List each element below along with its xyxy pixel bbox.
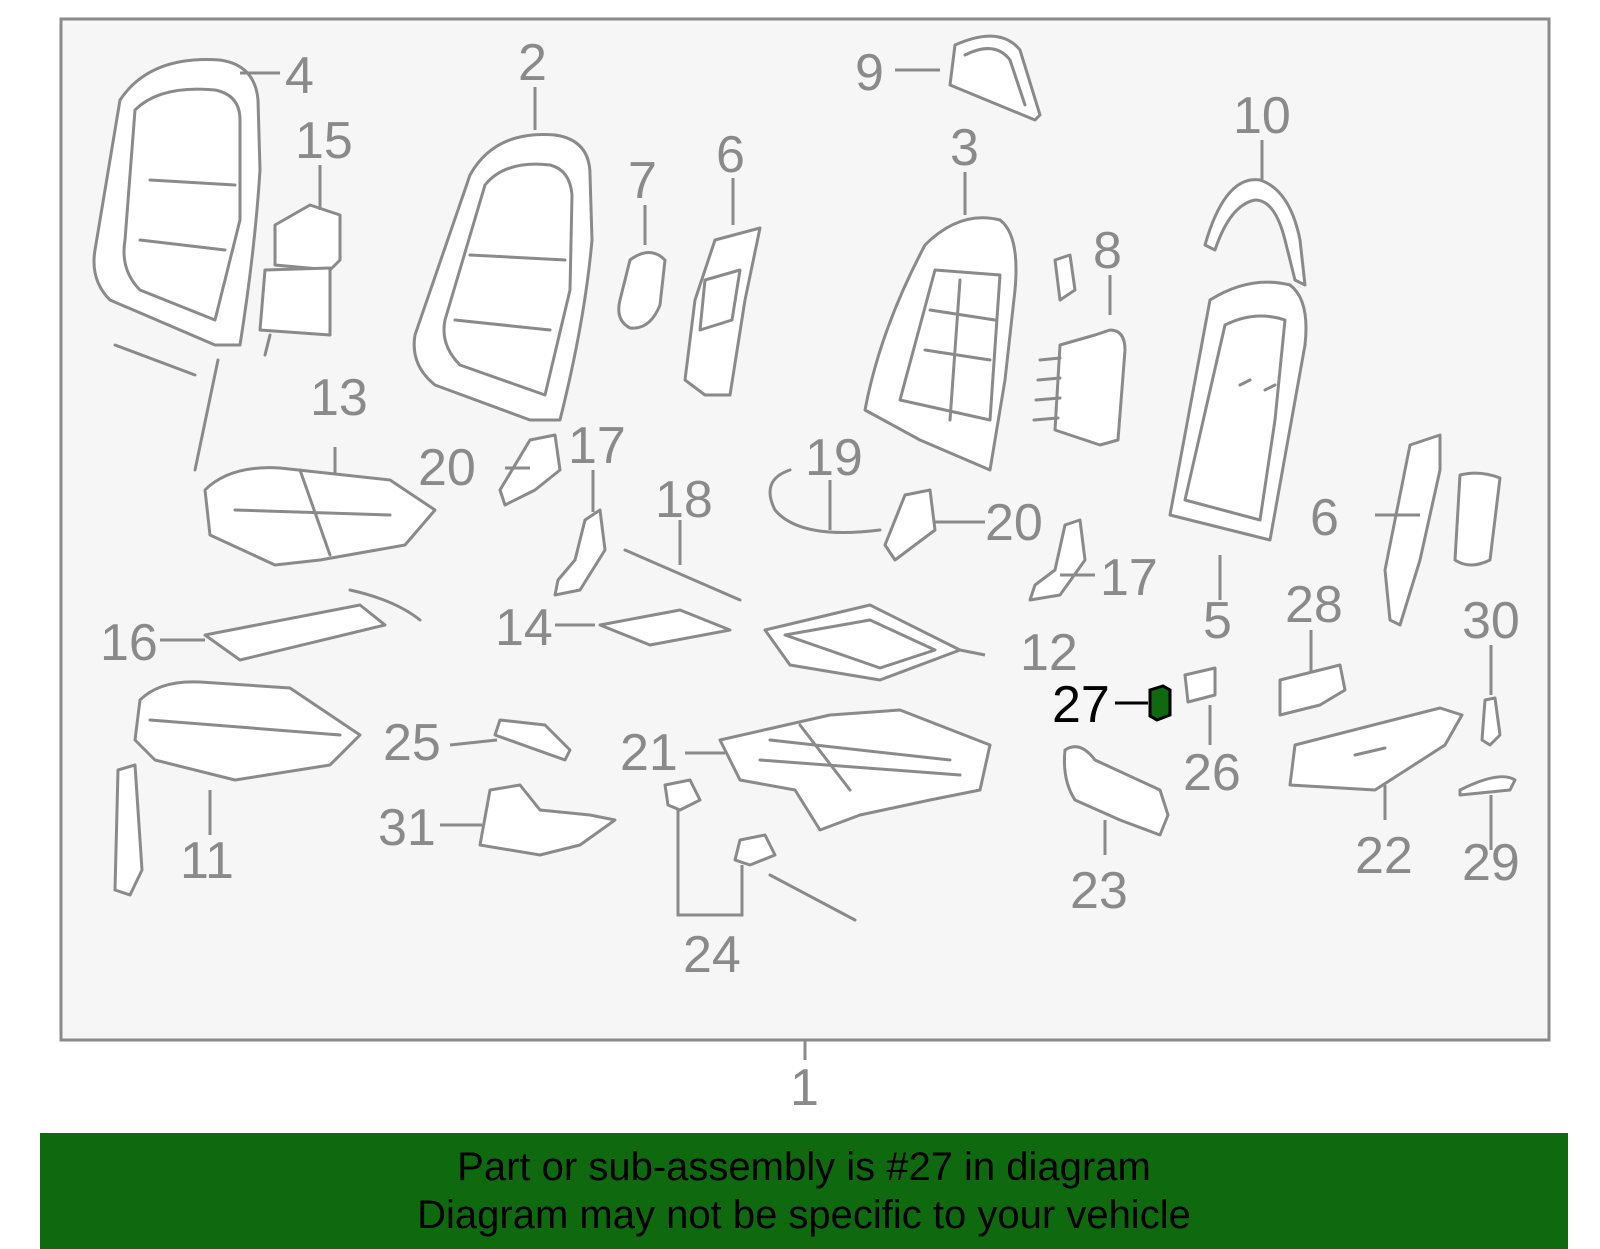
part-2-seat-back-cover[interactable] [412, 133, 594, 422]
part-22-side-shield[interactable] [1288, 706, 1464, 792]
callout-12: 12 [1020, 624, 1078, 682]
part-27-highlighted[interactable] [1148, 684, 1172, 722]
callout-4: 4 [285, 47, 314, 105]
part-17-hinge[interactable] [553, 508, 607, 597]
callout-26: 26 [1183, 744, 1241, 802]
callout-6b: 6 [1310, 489, 1339, 547]
part-cover-right[interactable] [1453, 471, 1502, 567]
part-19-cable[interactable] [768, 468, 882, 534]
callout-14: 14 [495, 599, 553, 657]
callout-7: 7 [628, 152, 657, 210]
part-side-bracket[interactable] [113, 763, 144, 897]
info-banner: Part or sub-assembly is #27 in diagram D… [40, 1133, 1568, 1249]
part-8-lumbar[interactable] [1032, 253, 1127, 447]
part-31-harness[interactable] [478, 783, 617, 857]
callout-16: 16 [100, 614, 158, 672]
part-4-seat-back-cover[interactable] [92, 58, 262, 472]
callout-6a: 6 [716, 126, 745, 184]
callout-20b: 20 [985, 494, 1043, 552]
part-30-cover[interactable] [1480, 696, 1502, 747]
leader-lines [160, 68, 1493, 917]
part-16-heater-pad[interactable] [203, 588, 422, 662]
part-18-rod[interactable] [623, 548, 742, 602]
part-14-mat[interactable] [598, 608, 732, 647]
part-3-seat-back-frame[interactable] [863, 216, 1018, 472]
part-12-cushion-pan[interactable] [763, 603, 962, 682]
callout-8: 8 [1093, 222, 1122, 280]
callout-13: 13 [310, 369, 368, 427]
callout-22: 22 [1355, 827, 1413, 885]
callout-3: 3 [950, 119, 979, 177]
callout-17a: 17 [568, 417, 626, 475]
callout-10: 10 [1233, 87, 1291, 145]
part-26-block[interactable] [1183, 666, 1217, 704]
part-10-trim[interactable] [1203, 178, 1307, 287]
part-24-clip[interactable] [663, 778, 857, 922]
callout-1: 1 [790, 1059, 819, 1117]
banner-line-1: Part or sub-assembly is #27 in diagram [457, 1145, 1151, 1189]
part-6-side-panel-right[interactable] [1383, 433, 1442, 627]
callout-30: 30 [1462, 592, 1520, 650]
callout-20a: 20 [418, 439, 476, 497]
callout-24: 24 [683, 926, 741, 984]
callout-23: 23 [1070, 862, 1128, 920]
callout-18: 18 [655, 471, 713, 529]
part-23-trim[interactable] [1063, 745, 1170, 837]
part-25-bracket[interactable] [493, 718, 572, 762]
callout-17b: 17 [1100, 549, 1158, 607]
part-15-airbag-module[interactable] [258, 203, 342, 357]
callout-29: 29 [1462, 834, 1520, 892]
callout-21: 21 [620, 724, 678, 782]
part-17-hinge-right[interactable] [1028, 518, 1087, 602]
callout-28: 28 [1285, 576, 1343, 634]
callout-9: 9 [855, 44, 884, 102]
part-9-trim[interactable] [948, 34, 1042, 122]
callout-11: 11 [180, 832, 234, 890]
part-21-seat-track[interactable] [718, 708, 992, 832]
callout-15: 15 [295, 112, 353, 170]
callout-5: 5 [1203, 592, 1232, 650]
part-13-cushion-cover[interactable] [203, 466, 437, 567]
callout-31: 31 [378, 799, 436, 857]
banner-line-2: Diagram may not be specific to your vehi… [417, 1193, 1191, 1237]
callout-2: 2 [518, 34, 547, 92]
callout-19: 19 [805, 429, 863, 487]
part-7-cover[interactable] [617, 251, 667, 330]
callout-25: 25 [383, 714, 441, 772]
part-5-back-panel[interactable] [1168, 280, 1308, 542]
part-20-bracket-right[interactable] [883, 488, 937, 562]
part-29-knob[interactable] [1458, 775, 1517, 797]
part-28-switch[interactable] [1278, 663, 1347, 717]
part-6-side-panel[interactable] [683, 226, 762, 397]
part-11-cushion[interactable] [133, 680, 362, 782]
part-20-bracket[interactable] [498, 433, 562, 507]
callout-27: 27 [1052, 676, 1110, 734]
